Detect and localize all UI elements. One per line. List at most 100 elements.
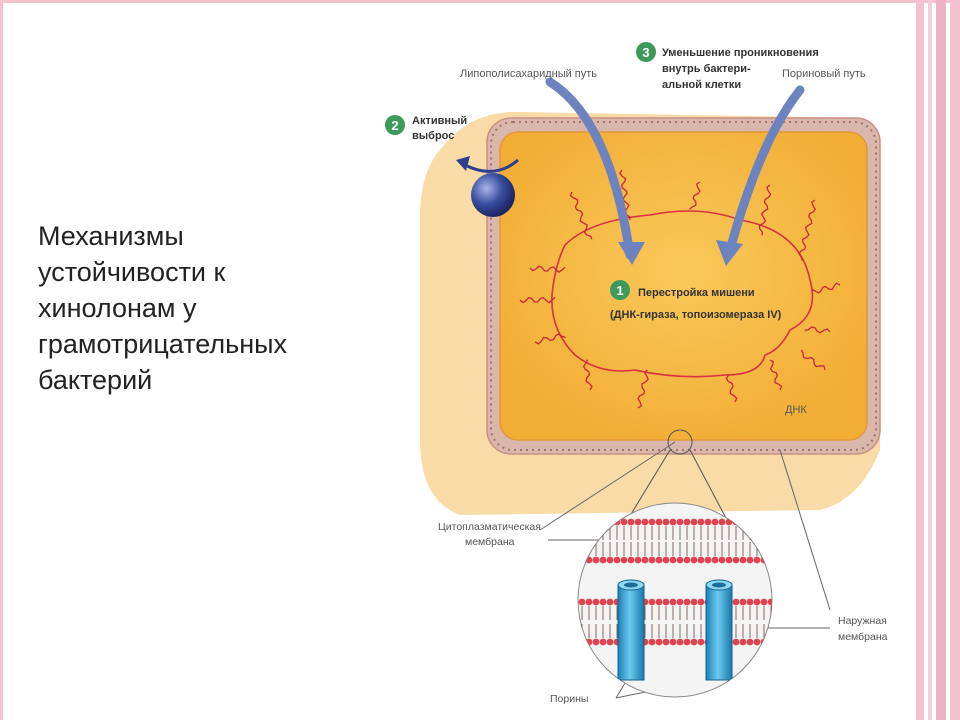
lipid-head <box>606 518 614 526</box>
lipid-head <box>627 518 635 526</box>
lipid-head <box>655 556 663 564</box>
lipid-head <box>697 556 705 564</box>
lipid-head <box>697 518 705 526</box>
lipid-head <box>725 556 733 564</box>
dna-coil <box>529 265 566 274</box>
lipid-head <box>739 518 747 526</box>
label-efflux-2: выброс <box>412 130 454 142</box>
lipid-head <box>606 556 614 564</box>
lipid-head <box>655 598 663 606</box>
dna-coil <box>519 296 556 304</box>
dna-coil <box>769 359 783 391</box>
lipid-head <box>655 638 663 646</box>
lipid-head <box>648 638 656 646</box>
lipid-head <box>669 518 677 526</box>
lipid-head <box>760 518 768 526</box>
lipid-head <box>739 556 747 564</box>
lipid-head <box>690 518 698 526</box>
lipid-head <box>746 556 754 564</box>
right-decorative-stripes <box>916 0 960 720</box>
efflux-arrowhead <box>456 156 470 171</box>
lipid-head <box>690 638 698 646</box>
porin-path-arrow <box>725 85 805 255</box>
label-cyto-1: Цитоплазматическая <box>438 521 541 533</box>
lps-arrowhead <box>618 242 645 265</box>
label-porin-path: Пориновый путь <box>782 68 866 80</box>
lipid-head <box>634 556 642 564</box>
porin <box>617 584 645 681</box>
pointer-outer-1 <box>779 449 831 611</box>
lipid-head <box>697 638 705 646</box>
lipid-head <box>662 556 670 564</box>
dna-coil <box>811 282 841 294</box>
lipid-head <box>641 556 649 564</box>
lipid-head <box>676 638 684 646</box>
lipid-head <box>767 518 772 526</box>
lipid-head <box>599 638 607 646</box>
lipid-head <box>585 598 593 606</box>
porin-hole <box>712 582 726 588</box>
lipid-head <box>739 638 747 646</box>
marker-1-badge <box>610 280 630 300</box>
lipid-head <box>648 518 656 526</box>
lipid-head <box>606 598 614 606</box>
marker-2: 2 <box>391 118 398 133</box>
lipid-head <box>704 518 712 526</box>
porin-arrowhead <box>716 240 743 266</box>
slide-top-border <box>0 0 960 3</box>
lipid-head <box>739 598 747 606</box>
lipid-head <box>592 638 600 646</box>
label-cyto-2: мембрана <box>465 536 515 548</box>
lipid-head <box>599 556 607 564</box>
marker-3-badge <box>636 42 656 62</box>
lipid-head <box>718 556 726 564</box>
lipid-head <box>606 638 614 646</box>
stripe <box>936 0 946 720</box>
lipid-head <box>718 518 726 526</box>
marker-3: 3 <box>642 45 649 60</box>
dna-coil <box>800 349 826 371</box>
lipid-head <box>725 518 733 526</box>
dna-coil <box>569 191 593 240</box>
slide-title: Механизмы устойчивости к хинолонам у гра… <box>38 221 288 395</box>
lipid-head <box>767 638 772 646</box>
lipid-head <box>655 518 663 526</box>
lps-path-arrow <box>545 77 635 260</box>
lipid-head <box>599 518 607 526</box>
lipid-head <box>634 518 642 526</box>
zoom-source-circle <box>667 429 693 455</box>
lipid-head <box>753 638 761 646</box>
lipid-head <box>578 598 586 606</box>
lipid-head <box>662 598 670 606</box>
dna-coil <box>689 181 701 210</box>
lipid-head <box>592 598 600 606</box>
label-target-2: (ДНК-гираза, топоизомераза IV) <box>610 309 782 321</box>
efflux-arrow <box>464 158 519 173</box>
marker-2-badge <box>385 115 405 135</box>
dna-nucleoid <box>551 210 814 378</box>
lipid-head <box>767 598 772 606</box>
lipid-head <box>753 518 761 526</box>
lipid-head <box>648 598 656 606</box>
stripe <box>950 0 960 720</box>
lipid-head <box>585 518 593 526</box>
label-outer-2: мембрана <box>838 631 888 643</box>
lipid-head <box>578 556 586 564</box>
cytoplasm <box>499 131 868 441</box>
lipid-head <box>775 519 782 526</box>
lipid-head <box>578 518 586 526</box>
dna-coil <box>637 369 649 409</box>
lipid-head <box>578 598 579 606</box>
dna-coil <box>758 184 772 236</box>
lipid-head <box>683 638 691 646</box>
lipid-head <box>676 518 684 526</box>
lipid-head <box>732 556 740 564</box>
lipid-head <box>641 518 649 526</box>
lipid-head <box>592 518 600 526</box>
lipid-head <box>662 638 670 646</box>
lipid-head <box>578 638 579 646</box>
dna-coil <box>582 359 593 391</box>
lipid-head <box>578 638 586 646</box>
lipid-head <box>753 598 761 606</box>
lipid-head <box>753 556 761 564</box>
